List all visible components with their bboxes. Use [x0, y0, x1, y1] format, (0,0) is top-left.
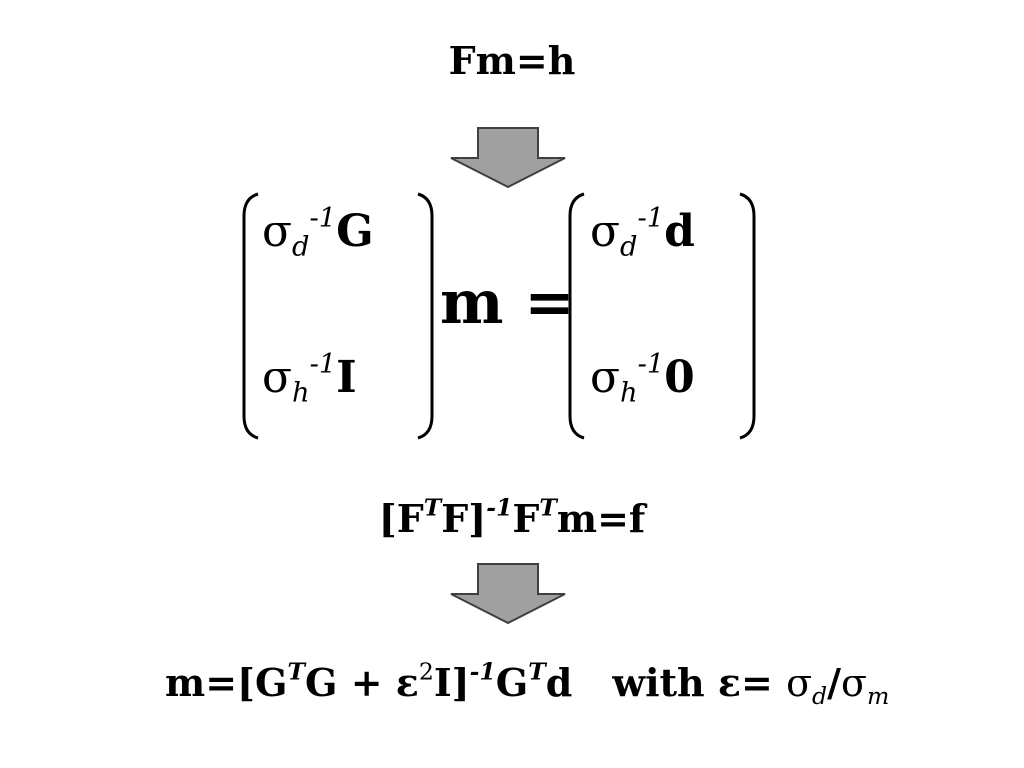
with-label: with ε= — [612, 660, 773, 705]
left-paren-close — [417, 192, 434, 440]
eq-part: m=f — [556, 496, 646, 541]
eq-part: G — [495, 660, 529, 705]
matrix-right-row2: σh-10 — [590, 348, 695, 407]
matrix-symbol: I — [336, 352, 357, 403]
sigma-symbol: σ — [590, 352, 621, 403]
superscript: -1 — [309, 348, 337, 380]
eq-part: G + ε — [305, 660, 419, 705]
matrix-symbol: d — [664, 206, 695, 257]
sigma-symbol: σ — [786, 661, 813, 705]
eq-part: F] — [441, 496, 487, 541]
superscript: T — [539, 493, 557, 522]
left-paren-open — [242, 192, 259, 440]
matrix-left-row2: σh-1I — [262, 348, 357, 407]
subscript: d — [620, 231, 638, 263]
eq-part: m=[G — [165, 660, 288, 705]
subscript: d — [292, 231, 310, 263]
eq-part: d — [545, 660, 573, 705]
down-arrow-icon — [450, 563, 566, 625]
subscript: h — [620, 377, 638, 409]
superscript: 2 — [418, 657, 434, 686]
subscript: m — [866, 682, 890, 711]
m-equals: m = — [440, 268, 575, 338]
superscript: -1 — [309, 202, 337, 234]
matrix-symbol: G — [336, 206, 374, 257]
subscript: h — [292, 377, 310, 409]
superscript: T — [528, 657, 546, 686]
right-paren-open — [568, 192, 585, 440]
matrix-right: σd-1d σh-10 — [566, 190, 758, 442]
subscript: d — [812, 682, 828, 711]
superscript: T — [423, 493, 442, 522]
equation-forward-model: Fm=h — [0, 38, 1024, 83]
equation-text: Fm=h — [448, 38, 576, 83]
matrix-right-row1: σd-1d — [590, 202, 695, 261]
down-arrow-icon — [450, 127, 566, 189]
superscript: -1 — [637, 348, 665, 380]
right-paren-close — [739, 192, 756, 440]
superscript: -1 — [637, 202, 665, 234]
superscript: -1 — [486, 493, 513, 522]
eq-part: I] — [433, 660, 470, 705]
equation-normal-form: [FTF]-1FTm=f — [0, 496, 1024, 541]
matrix-left-row1: σd-1G — [262, 202, 374, 261]
sigma-symbol: σ — [262, 206, 293, 257]
sigma-symbol: σ — [590, 206, 621, 257]
sigma-symbol: σ — [262, 352, 293, 403]
matrix-left: σd-1G σh-1I — [240, 190, 436, 442]
slash: / — [827, 660, 842, 705]
superscript: T — [287, 657, 306, 686]
eq-part: F — [512, 496, 540, 541]
eq-part: [F — [378, 496, 424, 541]
superscript: -1 — [469, 657, 496, 686]
sigma-symbol: σ — [841, 661, 867, 705]
matrix-symbol: 0 — [664, 352, 695, 403]
